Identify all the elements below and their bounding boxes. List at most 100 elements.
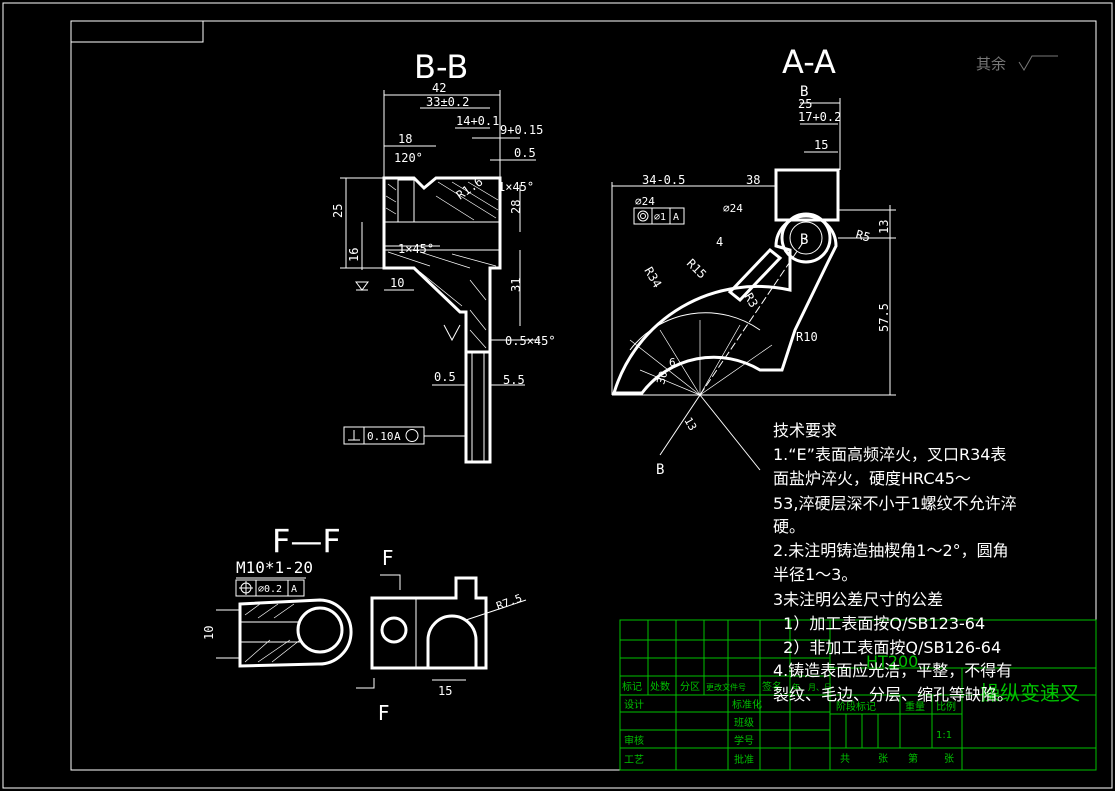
tb-scale-val: 1:1: [936, 730, 952, 741]
aa-dim-r3: R3: [741, 291, 760, 311]
tb-student-no: 学号: [734, 734, 754, 747]
aa-dim-r5: R5: [854, 227, 872, 244]
aa-dim-25: 25: [798, 97, 812, 111]
tb-design: 设计: [624, 698, 644, 711]
aa-dim-15: 15: [814, 138, 828, 152]
notes-line-2: 53,淬硬层深不小于1螺纹不允许淬: [773, 494, 1017, 513]
notes-line-7: 1）加工表面按Q/SB123-64: [773, 614, 986, 633]
ff-dim-15: 15: [438, 684, 452, 698]
notes-line-0: 1.“E”表面高频淬火，叉口R34表: [773, 445, 1007, 464]
bb-dim-ch1: 1×45°: [498, 180, 534, 194]
tb-row-label-3: 更改文件号: [706, 682, 746, 692]
tb-row-label-2: 分区: [680, 681, 700, 693]
view-ff-title: F—F: [272, 522, 341, 560]
tb-scale: 比例: [936, 700, 956, 713]
ff-cut-f-bottom: F: [378, 701, 390, 725]
aa-hole-inner: [789, 221, 823, 255]
title-block: HT200 操纵变速叉 标记 处数 分区 更改文件号 签名 年、月、日 设计 标…: [619, 619, 1097, 771]
bb-shaft: [464, 350, 492, 464]
ff-left-hatch: [244, 603, 301, 663]
roughness-symbol-icon: [1018, 55, 1058, 71]
bb-bore: [383, 221, 501, 251]
tb-weight: 重量: [905, 700, 925, 713]
notes-line-8: 2）非加工表面按Q/SB126-64: [773, 638, 1002, 657]
inner-frame: [70, 20, 1097, 771]
tb-row-label-5: 年、月、日: [792, 682, 832, 692]
bb-dim-55: 5.5: [503, 373, 525, 387]
aa-conc-datum: A: [673, 212, 679, 223]
corner-code-box: [70, 20, 204, 43]
aa-dim-dia24: ⌀24: [635, 195, 655, 208]
notes-line-3: 硬。: [773, 517, 806, 536]
bb-dim-28: 28: [509, 200, 523, 214]
tb-part-name: 操纵变速叉: [980, 681, 1080, 705]
notes-line-4: 2.未注明铸造抽楔角1～2°，圆角: [773, 541, 1009, 560]
tb-nth: 第: [908, 752, 918, 765]
bb-perpendicularity-frame: 0.10 A: [343, 426, 466, 445]
notes-line-9: 4.铸造表面应光洁，平整，不得有: [773, 661, 1013, 680]
datum-a-icon: [355, 281, 369, 291]
aa-dim-38: 38: [746, 173, 760, 187]
bb-dim-25: 25: [331, 204, 345, 218]
aa-dim-30: 30: [654, 370, 670, 386]
view-bb: B-B: [331, 48, 556, 464]
aa-dim-r15: R15: [684, 256, 709, 281]
notes-line-5: 半径1～3。: [773, 565, 858, 584]
mmc-icon: [405, 429, 419, 442]
ff-left-hole: [296, 606, 344, 654]
notes-line-1: 面盐炉淬火，硬度HRC45～: [773, 469, 971, 488]
bb-dim-ch1b: 1×45°: [398, 242, 434, 256]
ff-cut-f-top: F: [382, 546, 394, 570]
bb-dim-120: 120°: [394, 151, 423, 165]
tb-row-label-1: 处数: [650, 680, 670, 693]
tb-std: 标准化: [732, 698, 762, 711]
view-ff: F—F M10*1-20 ⌀0.2 A 10: [202, 522, 527, 725]
ff-right-hole: [380, 616, 408, 644]
aa-concentricity-frame: ⌀1 A: [633, 207, 685, 225]
tb-stage: 阶段标记: [836, 700, 876, 713]
view-aa-title: A-A: [782, 43, 836, 81]
ff-position-frame: ⌀0.2 A: [235, 579, 305, 597]
aa-dim-17: 17+0.2: [798, 110, 841, 124]
tb-class: 班级: [734, 717, 754, 729]
ff-cut-arrow-top: [380, 574, 401, 590]
ff-pos-datum: A: [291, 584, 297, 595]
bb-dim-14: 14+0.1: [456, 114, 499, 128]
notes-line-10: 裂纹、毛边、分层、缩孔等缺陷。: [773, 685, 1014, 704]
aa-boss: [774, 168, 840, 222]
concentricity-icon: [637, 210, 649, 222]
ff-left-part: [238, 598, 353, 668]
aa-dim-13b: 13: [681, 415, 699, 433]
bb-dim-42: 42: [432, 81, 446, 95]
bb-dim-31: 31: [509, 278, 523, 292]
aa-dim-r10: R10: [796, 330, 818, 344]
aa-hole-outer: [780, 212, 832, 264]
bb-pin-hole: [397, 179, 415, 223]
ff-right-slot: [426, 614, 478, 668]
bb-dim-10: 10: [390, 276, 404, 290]
tb-sheet2: 张: [944, 753, 954, 765]
tb-process: 工艺: [624, 754, 644, 766]
tb-material: HT200: [866, 652, 918, 671]
aa-dim-34: 34-0.5: [642, 173, 685, 187]
notes-heading: 技术要求: [773, 421, 838, 440]
aa-dim-4: 4: [716, 235, 723, 249]
ff-pos-value: ⌀0.2: [258, 584, 282, 595]
tb-row-label-4: 签名: [762, 680, 782, 693]
roughness-note: 其余: [976, 55, 1058, 73]
bb-dim-05: 0.5: [514, 146, 536, 160]
bb-body-outline: [382, 176, 502, 354]
aa-dim-6: 6: [669, 356, 676, 369]
notes-line-6: 3未注明公差尺寸的公差: [773, 590, 944, 609]
perpendicular-icon: [348, 430, 360, 441]
aa-dim-575: 57.5: [877, 303, 891, 332]
tb-sheets: 张: [878, 753, 888, 765]
aa-cut-label-b: B: [656, 462, 664, 478]
aa-conc-value: ⌀1: [654, 212, 666, 223]
bb-hatching: [385, 181, 499, 349]
aa-center-label: B: [800, 232, 808, 248]
tb-review: 审核: [624, 734, 644, 747]
